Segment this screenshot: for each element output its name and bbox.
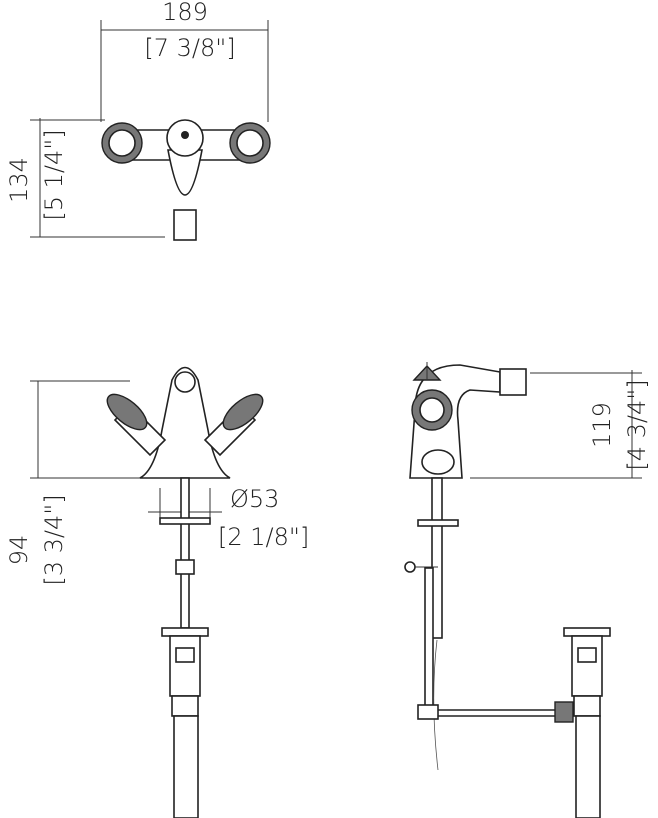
top-view: 189 [7 3/8"] 134 [5 1/4"] [5, 0, 271, 241]
height-dimension: 94 [3 3/4"] [5, 380, 160, 586]
front-view: 94 [3 3/4"] Ø53 [2 1/8"] [5, 366, 309, 818]
side-view: 119 [4 3/4"] [404, 362, 651, 818]
depth-mm-label: 134 [5, 157, 33, 203]
width-dimension: 189 [7 3/8"] [100, 0, 269, 122]
width-mm-label: 189 [162, 0, 208, 26]
depth-in-label: [5 1/4"] [40, 129, 68, 220]
hole-dimension: Ø53 [2 1/8"] [148, 485, 309, 551]
side-height-mm-label: 119 [588, 402, 616, 448]
width-in-label: [7 3/8"] [144, 34, 235, 62]
faucet-front-drawing [106, 366, 264, 629]
side-height-in-label: [4 3/4"] [623, 379, 651, 470]
hole-in-label: [2 1/8"] [218, 523, 309, 551]
side-height-dimension: 119 [4 3/4"] [470, 370, 651, 479]
faucet-side-drawing [404, 362, 574, 771]
hole-mm-label: Ø53 [230, 485, 279, 513]
side-drain [563, 627, 611, 818]
right-handle [222, 393, 264, 431]
front-drain [161, 627, 209, 818]
height-mm-label: 94 [5, 535, 33, 566]
faucet-top-drawing [101, 119, 271, 241]
height-in-label: [3 3/4"] [40, 494, 68, 585]
depth-dimension: 134 [5 1/4"] [5, 118, 165, 238]
left-handle [106, 393, 148, 431]
